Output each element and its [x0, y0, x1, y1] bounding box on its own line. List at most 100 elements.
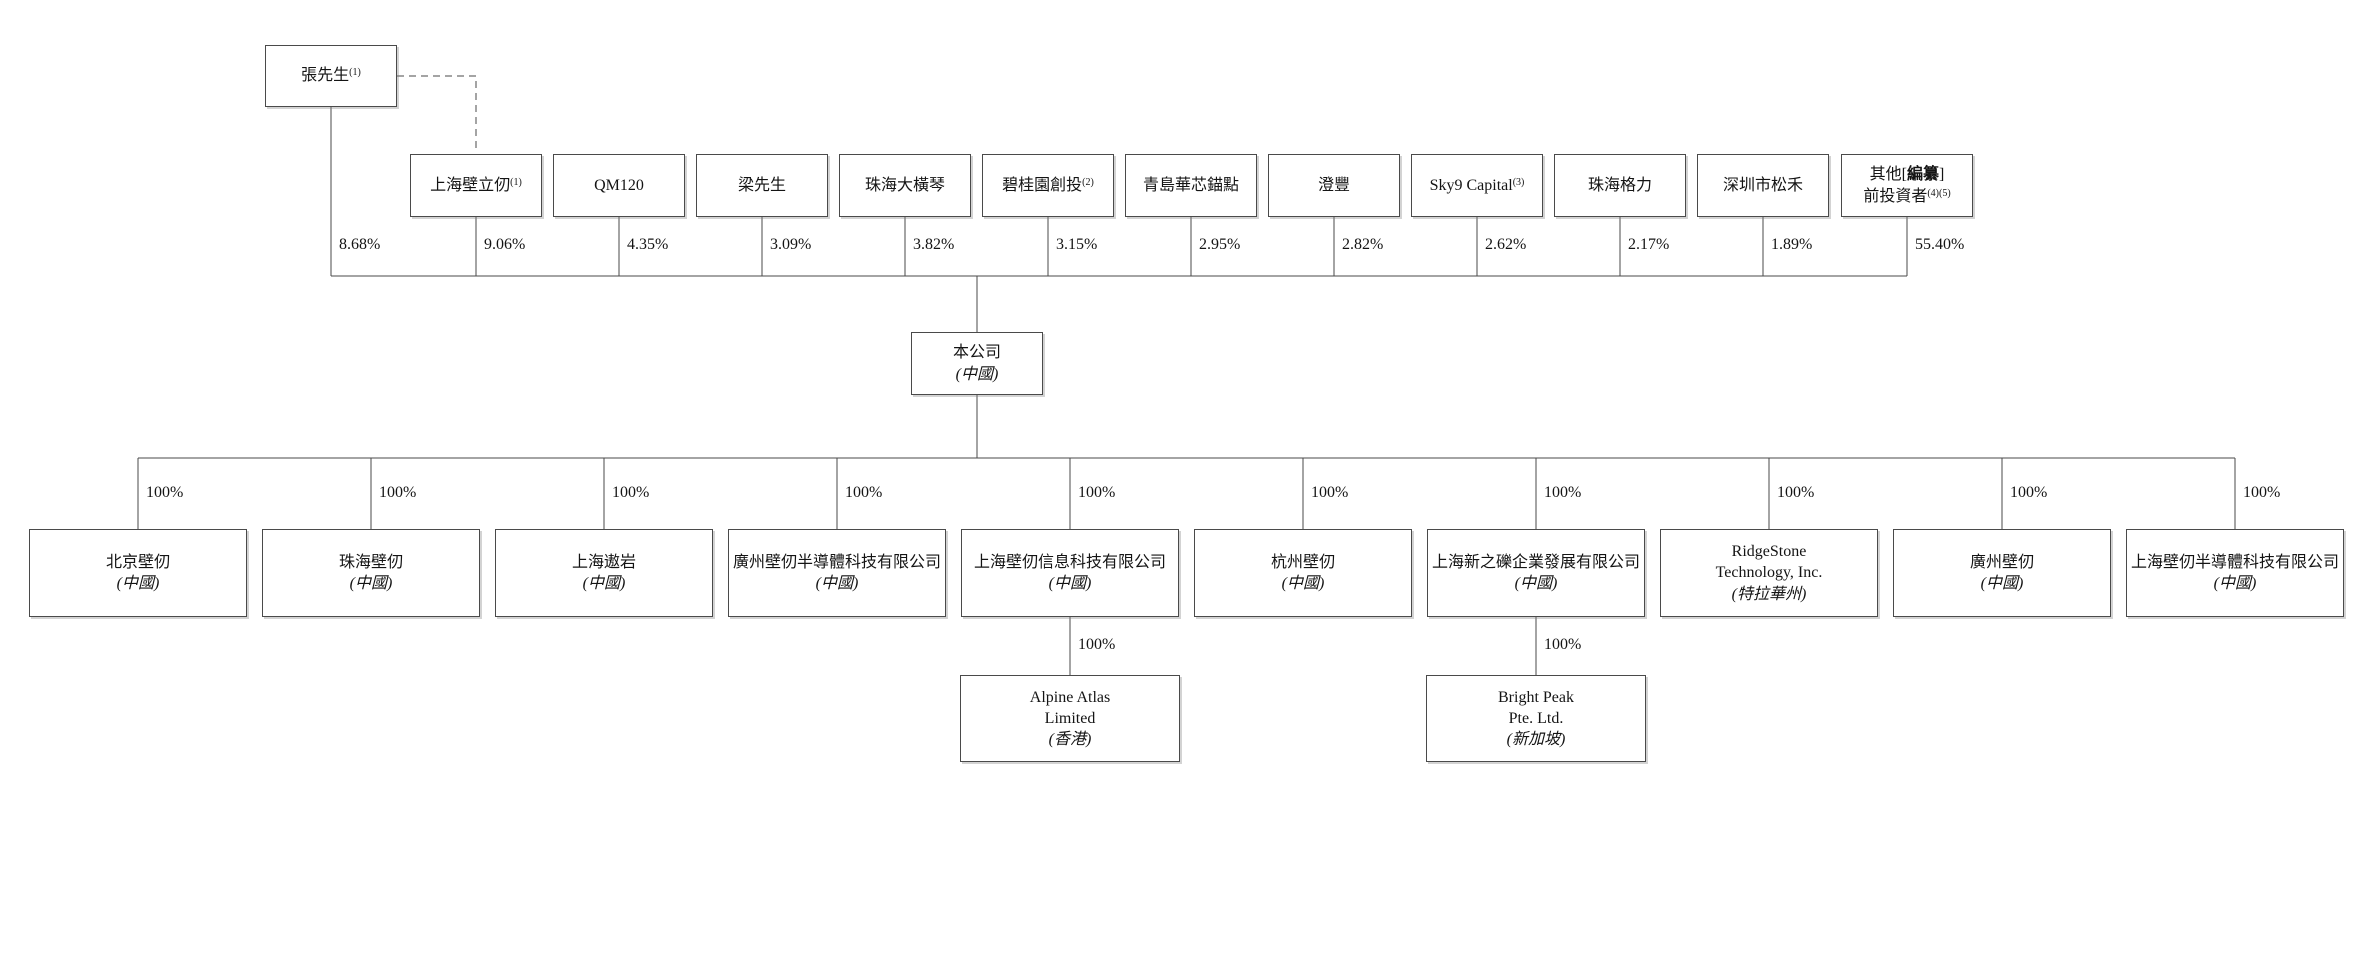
ownership-percent: 3.09%	[770, 236, 812, 253]
ownership-percent: 2.95%	[1199, 236, 1241, 253]
label-segment: (1)	[510, 176, 522, 188]
label-segment: 杭州壁仞	[1270, 553, 1335, 571]
label-segment: (中國)	[582, 575, 626, 592]
ownership-percent: 100%	[612, 484, 650, 501]
label-segment: Bright Peak	[1498, 688, 1574, 706]
subsidiary-box: 珠海壁仞 (中國)	[262, 529, 480, 617]
label-segment: 珠海格力	[1587, 176, 1652, 194]
box-label-line: RidgeStone	[1661, 541, 1877, 562]
box-label-line: (中國)	[263, 573, 479, 594]
label-segment: (中國)	[116, 575, 160, 592]
subsidiary-box: 上海遨岩 (中國)	[495, 529, 713, 617]
label-segment: 張先生	[301, 67, 350, 85]
subsidiary-box: 杭州壁仞 (中國)	[1194, 529, 1412, 617]
label-segment: (中國)	[815, 575, 859, 592]
box-label-line: (中國)	[1428, 573, 1644, 594]
shareholder-box: 澄豐	[1268, 154, 1400, 217]
ownership-percent: 100%	[379, 484, 417, 501]
label-segment: (中國)	[1980, 575, 2024, 592]
box-label-line: (中國)	[496, 573, 712, 594]
label-segment: 其他[	[1869, 166, 1907, 184]
ownership-percent: 55.40%	[1915, 236, 1965, 253]
subsidiary-box: 上海新之礫企業發展有限公司 (中國)	[1427, 529, 1645, 617]
ownership-percent: 100%	[1544, 484, 1582, 501]
box-label-line: 澄豐	[1269, 175, 1399, 196]
label-segment: 上海壁仞信息科技有限公司	[973, 553, 1166, 571]
box-label-line: (中國)	[912, 364, 1042, 385]
label-segment: 上海遨岩	[571, 553, 636, 571]
box-label-line: 梁先生	[697, 175, 827, 196]
box-label-line: (中國)	[1894, 573, 2110, 594]
ownership-percent: 100%	[2243, 484, 2281, 501]
shareholder-box: 青島華芯錨點	[1125, 154, 1257, 217]
label-segment: (3)	[1512, 176, 1525, 188]
ownership-percent: 100%	[1311, 484, 1349, 501]
shareholder-box-mr-zhang: 張先生(1)	[265, 45, 397, 107]
box-label-line: 張先生(1)	[266, 65, 396, 86]
label-segment: (中國)	[1048, 575, 1092, 592]
label-segment: 碧桂園創投	[1002, 176, 1083, 194]
ownership-percent: 100%	[1777, 484, 1815, 501]
label-segment: 前投資者	[1863, 187, 1928, 205]
box-label-line: 前投資者(4)(5)	[1842, 186, 1972, 207]
box-label-line: (中國)	[1195, 573, 1411, 594]
ownership-percent: 2.17%	[1628, 236, 1670, 253]
label-segment: 上海新之礫企業發展有限公司	[1431, 553, 1640, 571]
ownership-percent: 100%	[2010, 484, 2048, 501]
box-label-line: 其他[編纂]	[1842, 164, 1972, 185]
ownership-percent: 2.62%	[1485, 236, 1527, 253]
box-label-line: 廣州壁仞半導體科技有限公司	[729, 552, 945, 573]
subsidiary-box: 上海壁仞信息科技有限公司 (中國)	[961, 529, 1179, 617]
shareholder-box: 珠海大橫琴	[839, 154, 971, 217]
ownership-percent: 100%	[1078, 484, 1116, 501]
shareholder-box: 碧桂園創投(2)	[982, 154, 1114, 217]
label-segment: 上海壁仞半導體科技有限公司	[2130, 553, 2339, 571]
box-label-line: Pte. Ltd.	[1427, 708, 1645, 729]
box-label-line: 青島華芯錨點	[1126, 175, 1256, 196]
label-segment: (中國)	[1281, 575, 1325, 592]
label-segment: Sky9 Capital	[1429, 176, 1513, 194]
label-segment: (中國)	[1514, 575, 1558, 592]
subsidiary-box: 上海壁仞半導體科技有限公司(中國)	[2126, 529, 2344, 617]
box-label-line: 上海遨岩	[496, 552, 712, 573]
label-segment: 廣州壁仞	[1969, 553, 2034, 571]
subsidiary-box: 廣州壁仞半導體科技有限公司 (中國)	[728, 529, 946, 617]
company-box: 本公司 (中國)	[911, 332, 1043, 395]
shareholder-box: QM120	[553, 154, 685, 217]
label-segment: 珠海大橫琴	[864, 176, 945, 194]
box-label-line: 珠海大橫琴	[840, 175, 970, 196]
box-label-line: 上海壁仞半導體科技有限公司	[2127, 552, 2343, 573]
label-segment: (特拉華州)	[1731, 585, 1807, 603]
label-segment: (中國)	[955, 365, 999, 383]
box-label-line: 北京壁仞	[30, 552, 246, 573]
label-segment: 澄豐	[1317, 176, 1350, 194]
connector-line-dashed	[397, 75, 477, 153]
label-segment: 深圳市松禾	[1722, 176, 1803, 194]
box-label-line: 深圳市松禾	[1698, 175, 1828, 196]
box-label-line: Alpine Atlas	[961, 687, 1179, 708]
label-segment: RidgeStone	[1731, 543, 1807, 561]
shareholder-box: Sky9 Capital(3)	[1411, 154, 1543, 217]
ownership-percent: 100%	[146, 484, 184, 501]
label-segment: 梁先生	[737, 176, 786, 194]
label-segment: 珠海壁仞	[338, 553, 403, 571]
label-segment: (1)	[349, 67, 361, 79]
label-segment: Alpine Atlas	[1029, 688, 1111, 706]
box-label-line: Limited	[961, 708, 1179, 729]
label-segment: Limited	[1044, 709, 1096, 727]
box-label-line: 上海壁仞信息科技有限公司	[962, 552, 1178, 573]
label-segment: 廣州壁仞半導體科技有限公司	[732, 553, 941, 571]
box-label-line: Bright Peak	[1427, 687, 1645, 708]
ownership-percent: 3.15%	[1056, 236, 1098, 253]
label-segment: 青島華芯錨點	[1142, 176, 1239, 194]
label-segment: ]	[1939, 166, 1945, 184]
ownership-percent: 8.68%	[339, 236, 381, 253]
box-label-line: 上海壁立仞(1)	[411, 175, 541, 196]
label-segment: Pte. Ltd.	[1508, 709, 1564, 727]
shareholder-box: 梁先生	[696, 154, 828, 217]
box-label-line: 本公司	[912, 342, 1042, 363]
shareholder-box: 上海壁立仞(1)	[410, 154, 542, 217]
